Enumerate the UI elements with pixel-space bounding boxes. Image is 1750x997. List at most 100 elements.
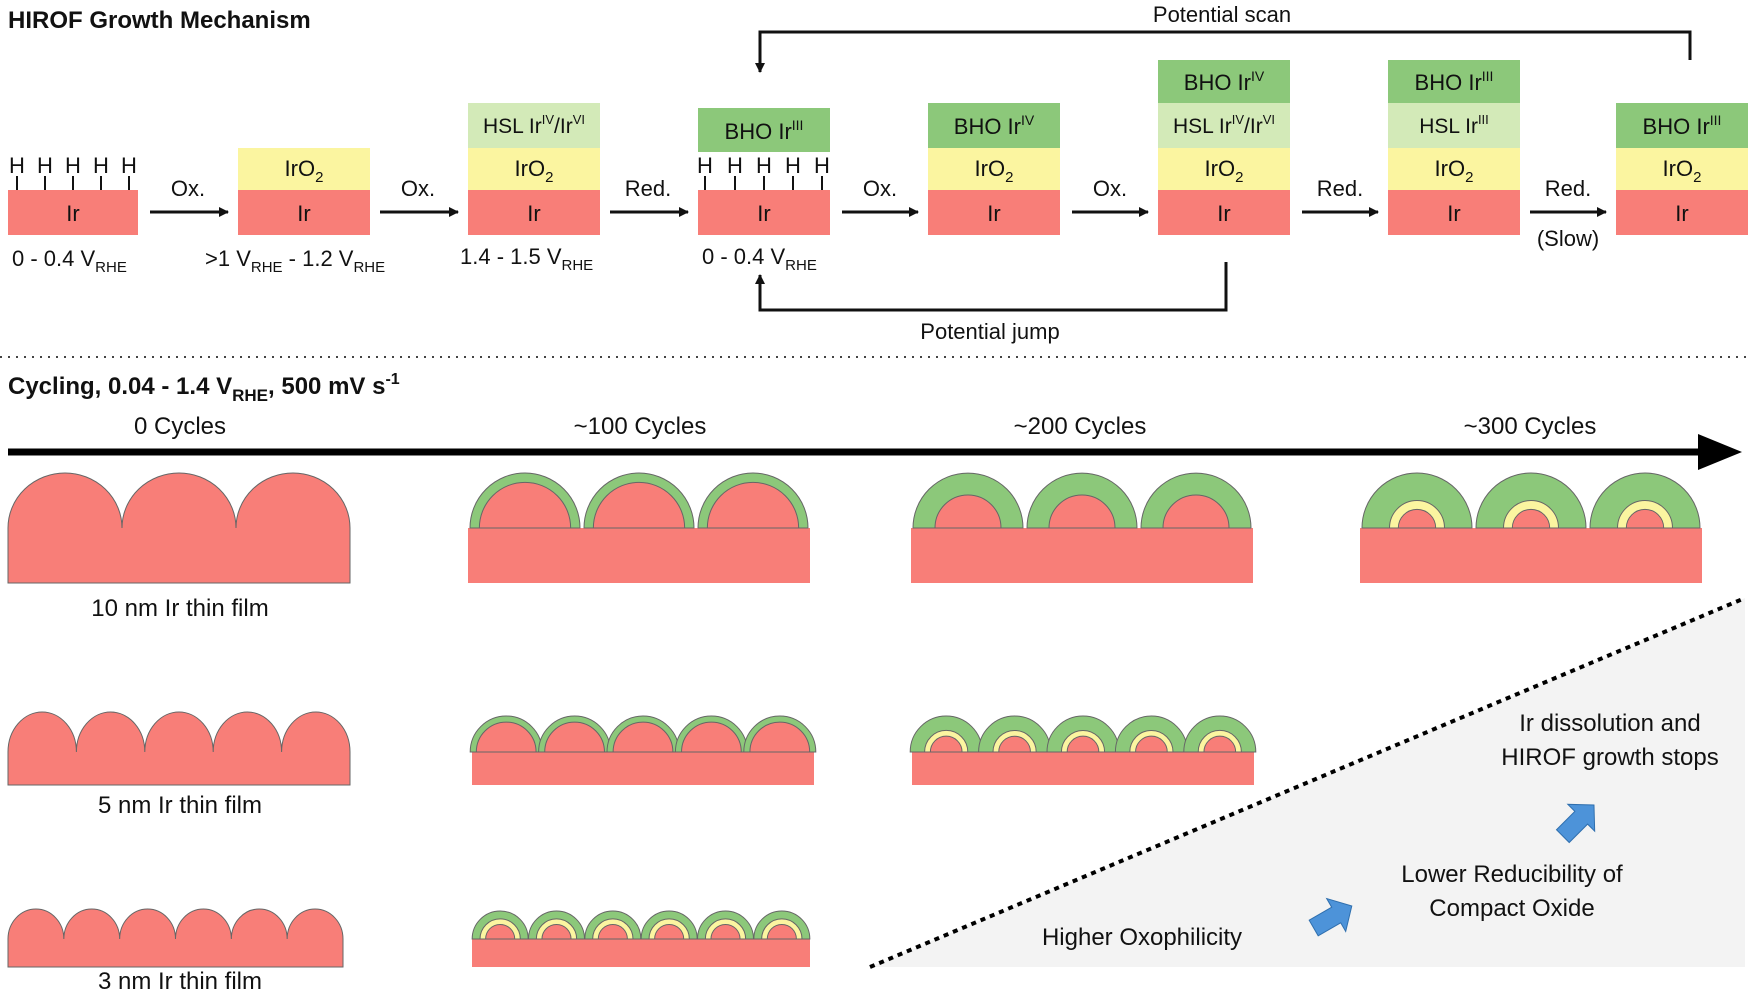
film-5nm-100-cycles-particle-layer xyxy=(681,721,742,753)
film-3nm-100-cycles-particle-layer xyxy=(597,924,628,940)
svg-text:Ir: Ir xyxy=(757,201,770,226)
film-rows xyxy=(7,472,1702,968)
film-5nm-100-cycles-particle-layer xyxy=(749,721,811,753)
film-10nm-200-cycles-base xyxy=(911,528,1253,583)
film-5nm-200-cycles-base xyxy=(912,752,1254,785)
film-5nm-100-cycles-particle-layer xyxy=(544,721,605,753)
svg-text:H: H xyxy=(785,153,801,178)
higher-oxophilicity-label: Higher Oxophilicity xyxy=(1042,924,1242,951)
potential-label-2: >1 VRHE - 1.2 VRHE xyxy=(205,246,385,276)
svg-text:IrO2: IrO2 xyxy=(1435,156,1474,186)
film-5nm-200-cycles-particle-layer xyxy=(998,735,1031,753)
film-3nm-100-cycles-particle-layer xyxy=(485,924,516,940)
svg-text:H: H xyxy=(93,153,109,178)
film-5nm-100-cycles-base xyxy=(472,752,814,785)
stage-label-100: ~100 Cycles xyxy=(574,413,707,440)
stage-label-300: ~300 Cycles xyxy=(1464,413,1597,440)
film-10nm-100-cycles-particle-layer xyxy=(706,481,800,529)
film-10nm-300-cycles-particle-layer xyxy=(1625,508,1665,529)
dissolution-stops-line1: Ir dissolution and xyxy=(1519,710,1700,737)
red-label-3: Red. xyxy=(1545,176,1591,201)
stage-4-bho-iii-h-covered: BHO IrIII H H H H H Ir 0 - 0.4 VRHE xyxy=(697,108,830,274)
film-5nm-0-cycles xyxy=(7,711,351,786)
svg-text:HSL IrIV/IrVI: HSL IrIV/IrVI xyxy=(1173,112,1275,138)
film-5nm-200-cycles-particle-layer xyxy=(1135,735,1168,753)
svg-text:IrO2: IrO2 xyxy=(515,156,554,186)
film-10nm-200-cycles-particle-layer xyxy=(1048,494,1116,529)
svg-text:Ir: Ir xyxy=(987,201,1000,226)
stage-8-bho-iii: BHO IrIII IrO2 Ir xyxy=(1616,103,1748,235)
mechanism-title: HIROF Growth Mechanism xyxy=(8,7,311,34)
stage-3-hsl: HSL IrIV/IrVI IrO2 Ir 1.4 - 1.5 VRHE xyxy=(460,103,600,274)
svg-text:IrO2: IrO2 xyxy=(1205,156,1244,186)
svg-text:Ir: Ir xyxy=(1447,201,1460,226)
film-10nm-0-cycles xyxy=(7,472,351,584)
svg-text:H: H xyxy=(65,153,81,178)
svg-text:HSL IrIV/IrVI: HSL IrIV/IrVI xyxy=(483,112,585,138)
dissolution-stops-line2: HIROF growth stops xyxy=(1501,744,1718,771)
film-10nm-200-cycles-particle-layer xyxy=(1162,494,1230,529)
potential-jump-arrow xyxy=(755,262,1228,312)
film-10nm-300-cycles-particle-layer xyxy=(1397,508,1437,529)
film-10nm-100-cycles-particle-layer xyxy=(478,481,572,529)
stage-6-bho-iv-hsl: BHO IrIV HSL IrIV/IrVI IrO2 Ir xyxy=(1158,60,1290,235)
svg-text:Ir: Ir xyxy=(1675,201,1688,226)
potential-scan-label: Potential scan xyxy=(1153,2,1291,27)
svg-text:Ir: Ir xyxy=(297,201,310,226)
film-label-3nm: 3 nm Ir thin film xyxy=(98,968,262,995)
film-5nm-200-cycles-particle-layer xyxy=(1203,735,1237,753)
stage-label-0: 0 Cycles xyxy=(134,413,226,440)
stage-7-bho-iii-hsl-iii: BHO IrIII HSL IrIII IrO2 Ir xyxy=(1388,60,1520,235)
film-3nm-100-cycles-particle-layer xyxy=(766,924,797,940)
stage-label-200: ~200 Cycles xyxy=(1014,413,1147,440)
potential-jump-label: Potential jump xyxy=(920,319,1059,344)
svg-text:H: H xyxy=(727,153,743,178)
film-10nm-200-cycles-particle-layer xyxy=(934,494,1002,529)
red-label-2: Red. xyxy=(1317,176,1363,201)
film-10nm-100-cycles-particle-layer xyxy=(592,481,686,529)
film-3nm-100-cycles-base xyxy=(472,939,810,967)
svg-text:H: H xyxy=(756,153,772,178)
film-5nm-200-cycles-particle-layer xyxy=(929,735,963,753)
film-5nm-100-cycles-particle-layer xyxy=(475,721,537,753)
red-label-1: Red. xyxy=(625,176,671,201)
film-label-5nm: 5 nm Ir thin film xyxy=(98,792,262,819)
film-3nm-0-cycles xyxy=(7,908,344,968)
svg-text:BHO IrIII: BHO IrIII xyxy=(725,117,804,144)
svg-text:H: H xyxy=(814,153,830,178)
film-3nm-100-cycles-particle-layer xyxy=(654,924,685,940)
svg-text:Ir: Ir xyxy=(1217,201,1230,226)
slow-label: (Slow) xyxy=(1537,226,1599,251)
svg-text:H: H xyxy=(9,153,25,178)
svg-text:HSL IrIII: HSL IrIII xyxy=(1419,112,1489,138)
film-10nm-300-cycles-particle-layer xyxy=(1511,508,1551,529)
potential-label-3: 1.4 - 1.5 VRHE xyxy=(460,244,593,274)
svg-text:H: H xyxy=(37,153,53,178)
stage-1-h-covered-ir: Ir H H H H H 0 - 0.4 VRHE xyxy=(8,153,138,276)
stage-5-bho-iv: BHO IrIV IrO2 Ir xyxy=(928,103,1060,235)
svg-text:BHO IrIII: BHO IrIII xyxy=(1415,68,1494,95)
ox-label-1: Ox. xyxy=(171,176,205,201)
film-label-10nm: 10 nm Ir thin film xyxy=(91,595,268,622)
potential-scan-arrow xyxy=(755,30,1692,73)
potential-label-4: 0 - 0.4 VRHE xyxy=(702,244,817,274)
ox-label-2: Ox. xyxy=(401,176,435,201)
svg-text:BHO IrIII: BHO IrIII xyxy=(1643,112,1722,139)
lower-reducibility-line1: Lower Reducibility of xyxy=(1401,861,1623,888)
svg-text:IrO2: IrO2 xyxy=(975,156,1014,186)
lower-reducibility-line2: Compact Oxide xyxy=(1429,895,1594,922)
svg-text:IrO2: IrO2 xyxy=(285,156,324,186)
blue-arrow-1 xyxy=(1308,897,1353,937)
film-5nm-100-cycles-particle-layer xyxy=(612,721,674,753)
cycling-title: Cycling, 0.04 - 1.4 VRHE, 500 mV s-1 xyxy=(8,371,400,405)
film-10nm-300-cycles-base xyxy=(1360,528,1702,583)
film-5nm-200-cycles-particle-layer xyxy=(1066,735,1100,753)
film-3nm-100-cycles-particle-layer xyxy=(541,924,572,940)
stage-2-iro2: IrO2 Ir >1 VRHE - 1.2 VRHE xyxy=(205,148,385,276)
svg-text:BHO IrIV: BHO IrIV xyxy=(954,112,1035,139)
svg-text:H: H xyxy=(121,153,137,178)
svg-text:IrO2: IrO2 xyxy=(1663,156,1702,186)
blue-arrow-2 xyxy=(1555,803,1596,844)
film-3nm-100-cycles-particle-layer xyxy=(710,924,741,940)
